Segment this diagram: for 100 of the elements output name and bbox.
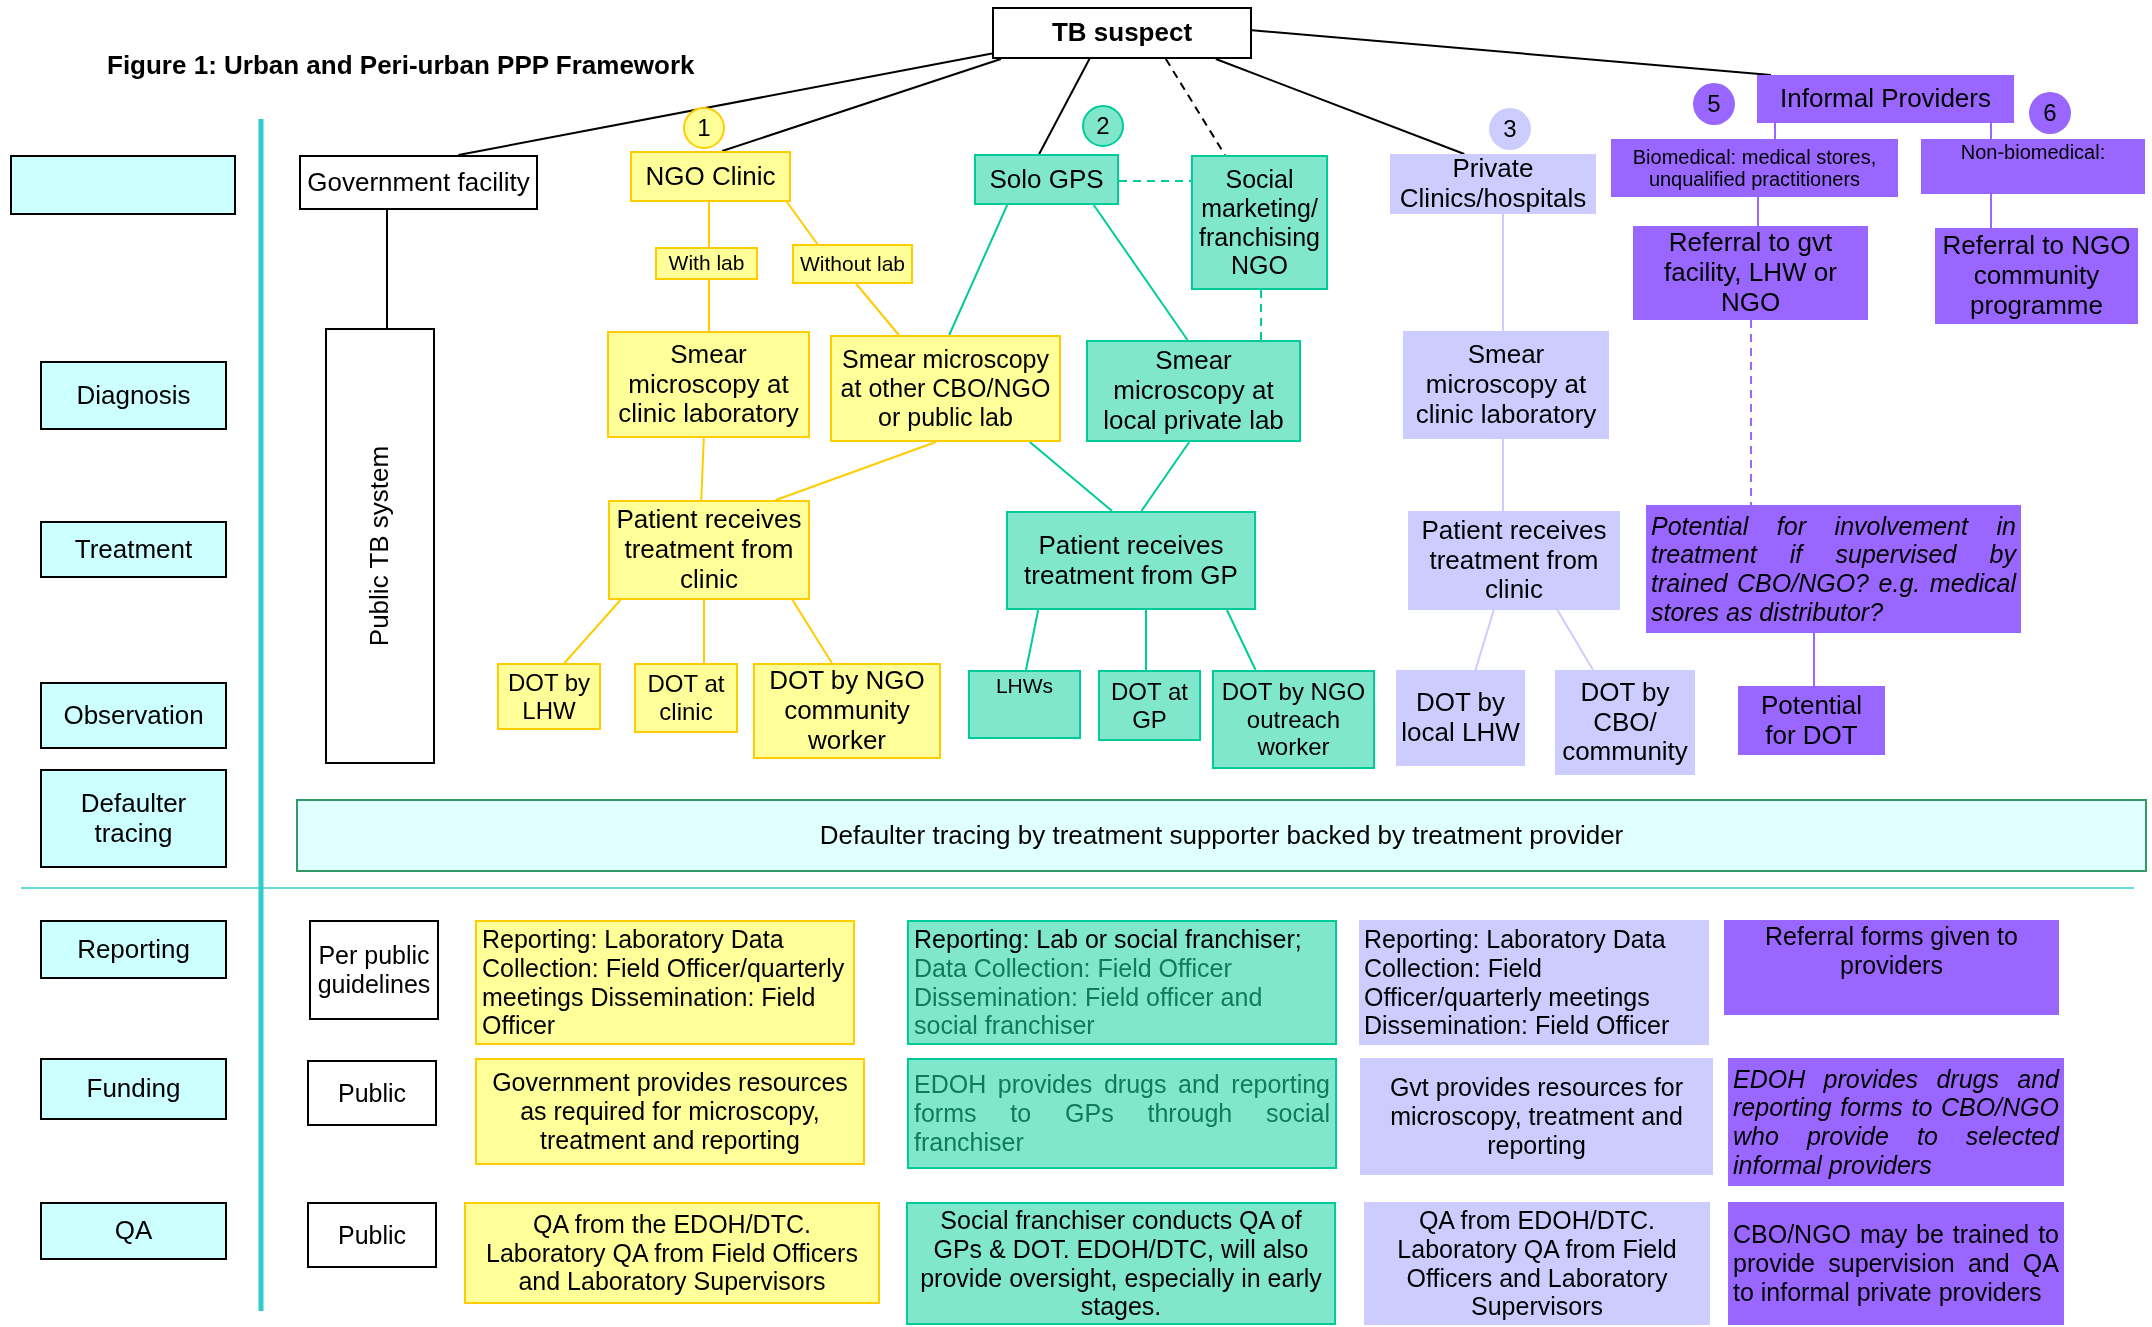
connector-line	[1092, 204, 1189, 341]
process-box	[475, 1058, 865, 1165]
connector-line	[1140, 441, 1191, 512]
callout-number: 3	[1489, 108, 1531, 150]
box-text: QA from EDOH/DTC. Laboratory QA from Field Officers and Laboratory Supervisors	[1396, 1206, 1678, 1321]
box-text: DOT by NGO outreach worker	[1220, 678, 1367, 761]
box-text: Potential for DOT	[1759, 690, 1864, 751]
box-text: Referral to gvt facility, LHW or NGO	[1663, 228, 1838, 318]
box-text: Funding	[86, 1074, 181, 1104]
process-box	[464, 1202, 880, 1304]
process-box	[1724, 920, 2059, 1015]
connector-line	[1774, 122, 1776, 140]
box-text: Informal Providers	[1780, 84, 1991, 114]
box-text: Defaulter tracing by treatment supporter backed by treatment provider	[819, 820, 1624, 851]
box-text: DOT by NGO community worker	[768, 666, 926, 756]
connector-line	[1164, 58, 1226, 156]
process-box	[655, 247, 758, 280]
connector-line	[1028, 441, 1114, 512]
connector-line	[1225, 609, 1257, 671]
row-header-box	[40, 769, 227, 868]
connector-line	[855, 283, 900, 336]
process-box	[325, 328, 435, 764]
box-text: Referral to NGO community programme	[1941, 231, 2132, 321]
connector-line	[1813, 632, 1815, 687]
process-box	[1611, 139, 1898, 197]
process-box	[1921, 139, 2145, 194]
box-text: Patient receives treatment from GP	[1023, 530, 1239, 591]
connector-line	[1145, 609, 1147, 671]
box-text: DOT by local LHW	[1401, 688, 1520, 748]
process-box	[607, 331, 810, 438]
row-header-box	[40, 521, 227, 578]
process-box	[1098, 670, 1201, 741]
process-box	[1757, 75, 2014, 123]
process-box	[792, 244, 913, 284]
box-text: Biomedical: medical stores, unqualified practitioners	[1631, 146, 1878, 190]
row-header-box	[40, 361, 227, 430]
box-text: TB suspect	[1051, 18, 1193, 48]
connector-line	[1556, 609, 1594, 671]
box-text: QA	[114, 1216, 153, 1246]
box-text: Smear microscopy at clinic laboratory	[1414, 340, 1598, 430]
box-text: Gvt provides resources for microscopy, treatment and reporting	[1388, 1073, 1685, 1160]
connector-line	[1214, 58, 1466, 155]
connector-line	[1990, 193, 1992, 229]
callout-number: 5	[1693, 83, 1735, 125]
process-box	[1728, 1202, 2064, 1325]
row-header-box	[40, 682, 227, 749]
process-box	[1006, 511, 1256, 610]
box-text: Observation	[63, 700, 204, 731]
box-text: Reporting: Lab or social franchiser;	[914, 925, 1303, 954]
process-box	[907, 920, 1337, 1045]
process-box	[1359, 920, 1709, 1045]
process-box	[968, 670, 1081, 739]
row-header-box	[40, 1202, 227, 1260]
box-text: Reporting: Laboratory Data Collection: Field Officer/quarterly meetings Dissemination: Field Officer	[482, 925, 846, 1040]
connector-line	[700, 437, 705, 501]
box-text: Private Clinics/hospitals	[1398, 154, 1588, 214]
process-box	[608, 500, 810, 600]
process-box	[974, 154, 1119, 205]
connector-line	[708, 201, 710, 248]
box-text: Government provides resources as required for microscopy, treatment and reporting	[491, 1068, 849, 1155]
row-header-box	[40, 1058, 227, 1120]
box-text: DOT at clinic	[646, 670, 726, 726]
process-box	[497, 663, 601, 730]
connector-line	[457, 52, 993, 156]
box-text: Patient receives treatment from clinic	[1420, 515, 1608, 606]
connector-line	[1118, 180, 1192, 182]
process-box	[307, 1060, 437, 1126]
process-box	[753, 663, 941, 759]
box-text: Reporting: Laboratory Data Collection: Field Officer/quarterly meetings Dissemination: Field Officer	[1364, 925, 1671, 1040]
row-header-box	[40, 920, 227, 979]
box-text: Diagnosis	[76, 380, 191, 411]
box-text: Patient receives treatment from clinic	[615, 505, 803, 595]
box-text: Smear microscopy at local private lab	[1102, 346, 1285, 436]
callout-number: 2	[1082, 105, 1124, 147]
connector-line	[1251, 29, 1772, 76]
process-box	[907, 1058, 1337, 1169]
box-text: Reporting	[77, 934, 190, 965]
box-text: Non-biomedical:	[1960, 141, 2106, 164]
box-text: EDOH provides drugs and reporting forms to GPs through social franchiser	[914, 1070, 1330, 1157]
box-text: With lab	[668, 251, 745, 276]
connector-line	[1757, 196, 1759, 227]
callout-number: 1	[683, 107, 725, 149]
box-text: LHWs	[995, 674, 1054, 699]
box-text: QA from the EDOH/DTC. Laboratory QA from Field Officers and Laboratory Supervisors	[485, 1209, 859, 1297]
box-text: EDOH provides drugs and reporting forms to CBO/NGO who provide to selected informal providers	[1733, 1064, 2059, 1180]
box-text: Potential for involvement in treatment if supervised by trained CBO/NGO? e.g. medical stores as distributor?	[1651, 511, 2016, 627]
connector-line	[1025, 609, 1040, 671]
box-text: CBO/NGO may be trained to provide supervision and QA to informal private providers	[1733, 1220, 2059, 1307]
box-text: DOT at GP	[1110, 677, 1189, 734]
figure-title: Figure 1: Urban and Peri-urban PPP Framework	[107, 50, 695, 81]
box-text: Data Collection: Field Officer Dissemination: Field officer and social franchiser	[914, 953, 1264, 1040]
process-box	[634, 663, 738, 733]
connector-line	[1038, 58, 1091, 155]
process-box	[1403, 331, 1609, 439]
connector-line	[774, 441, 937, 501]
process-box	[309, 920, 439, 1020]
process-box	[1633, 226, 1868, 320]
box-text: Smear microscopy at clinic laboratory	[617, 339, 800, 430]
box-text: Without lab	[799, 251, 906, 277]
connector-line	[1260, 289, 1262, 341]
